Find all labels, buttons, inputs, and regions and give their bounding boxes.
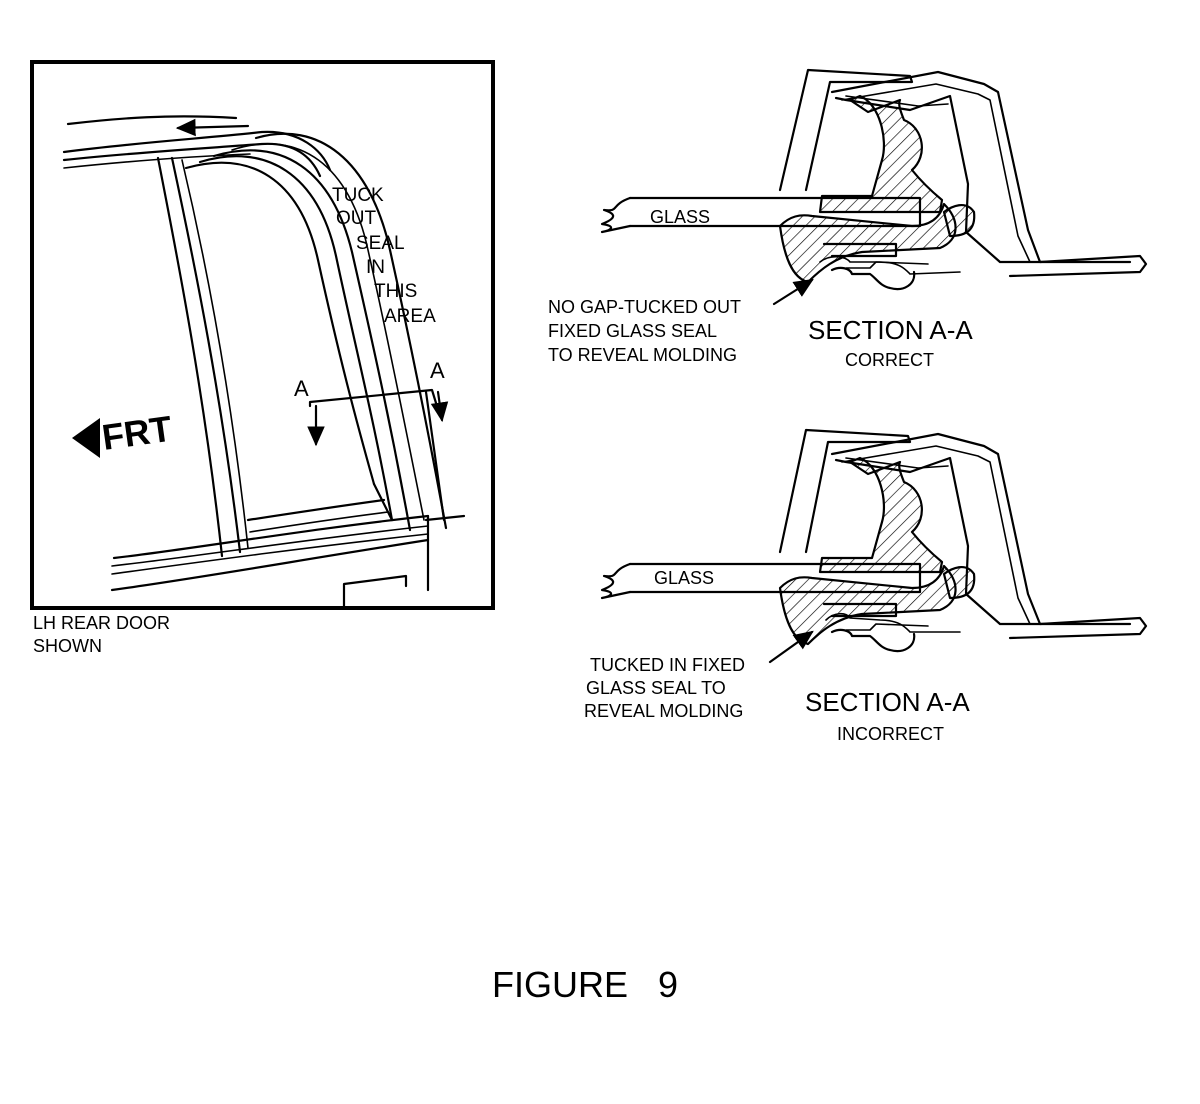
section-incorrect-leader <box>768 630 814 664</box>
section-correct-leader <box>772 278 814 306</box>
front-arrow-icon <box>72 418 100 458</box>
callout-line-3: SEAL <box>356 233 405 254</box>
door-illustration <box>62 115 466 608</box>
section-incorrect-glass-label: GLASS <box>654 568 714 588</box>
callout-line-5: THIS <box>374 281 417 302</box>
section-correct-note-line-2: FIXED GLASS SEAL <box>548 321 717 341</box>
front-label: FRT <box>99 408 174 458</box>
section-correct-note-line-1: NO GAP-TUCKED OUT <box>548 297 741 317</box>
section-correct-glass-label: GLASS <box>650 207 710 227</box>
section-incorrect-title: SECTION A-A <box>805 687 970 717</box>
section-incorrect-drawing <box>600 428 1148 653</box>
section-correct: GLASS NO GAP-TUCKED OUT FIXED GLASS SEAL… <box>548 68 1148 370</box>
section-correct-note: NO GAP-TUCKED OUT FIXED GLASS SEAL TO RE… <box>548 297 741 365</box>
callout-line-6: AREA <box>384 306 436 327</box>
section-correct-note-line-3: TO REVEAL MOLDING <box>548 345 737 365</box>
section-incorrect-note-line-1: TUCKED IN FIXED <box>590 655 745 675</box>
tuck-out-callout: TUCK OUT SEAL IN THIS AREA <box>332 185 436 327</box>
section-incorrect-note-line-2: GLASS SEAL TO <box>586 678 726 698</box>
section-incorrect-note-line-3: REVEAL MOLDING <box>584 701 743 721</box>
section-mark-left: A <box>294 376 309 401</box>
door-caption-line-1: LH REAR DOOR <box>33 613 170 633</box>
callout-line-2: OUT <box>336 208 377 229</box>
door-view: TUCK OUT SEAL IN THIS AREA A A FRT <box>30 60 495 610</box>
figure-caption: FIGURE 9 <box>492 964 678 1005</box>
section-incorrect: GLASS TUCKED IN FIXED GLASS SEAL TO REVE… <box>584 428 1148 744</box>
section-incorrect-status: INCORRECT <box>837 724 944 744</box>
section-correct-drawing <box>600 68 1148 291</box>
door-caption-line-2: SHOWN <box>33 636 102 656</box>
section-incorrect-note: TUCKED IN FIXED GLASS SEAL TO REVEAL MOL… <box>584 655 745 721</box>
section-mark-right: A <box>430 358 445 383</box>
callout-line-1: TUCK <box>332 185 384 206</box>
door-caption: LH REAR DOOR SHOWN <box>33 613 170 656</box>
section-correct-status: CORRECT <box>845 350 934 370</box>
door-view-frame <box>30 60 495 610</box>
section-correct-title: SECTION A-A <box>808 315 973 345</box>
callout-line-4: IN <box>366 257 385 278</box>
